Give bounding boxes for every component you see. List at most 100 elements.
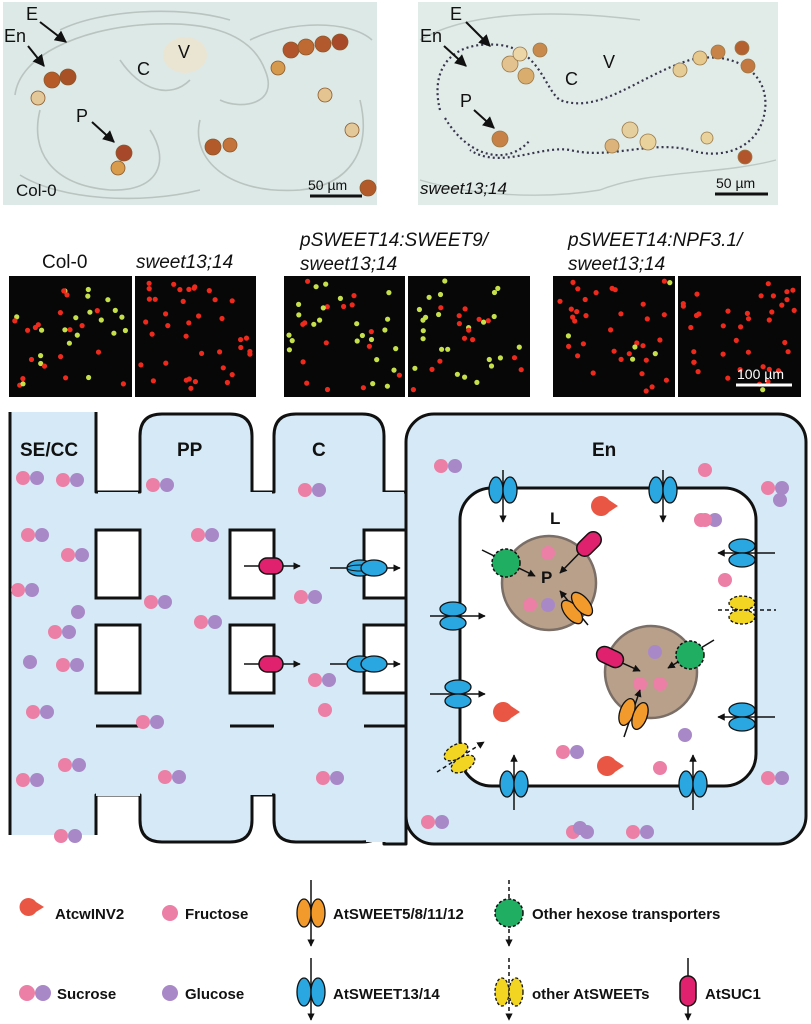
sucrose-molecule <box>160 478 174 492</box>
red-seed <box>360 385 366 391</box>
other-sweet-icon <box>494 977 510 1007</box>
label-en: En <box>4 26 26 46</box>
green-seed <box>317 317 323 323</box>
red-seed <box>183 333 189 339</box>
panel-title-sweet1314: sweet13;14 <box>136 252 233 273</box>
red-seed <box>323 340 329 346</box>
label-v: V <box>178 42 190 62</box>
green-seed <box>286 347 292 353</box>
panel-title-sweet9-line2: sweet13;14 <box>300 254 397 275</box>
green-seed <box>85 286 91 293</box>
sucrose-molecule <box>761 481 775 495</box>
green-seed <box>630 356 636 362</box>
sucrose-molecule <box>146 478 160 492</box>
sweet1314-transporter <box>648 470 678 523</box>
green-seed <box>311 321 317 327</box>
glucose-molecule <box>678 728 692 742</box>
sucrose-molecule <box>708 513 722 527</box>
red-seed <box>191 285 197 291</box>
fructose-icon <box>162 905 178 921</box>
red-seed <box>688 324 694 331</box>
red-seed <box>368 329 374 335</box>
red-seed <box>691 349 697 355</box>
sucrose-molecule <box>48 625 62 639</box>
legend-item-fructose: Fructose <box>162 905 248 923</box>
sucrose-molecule <box>158 595 172 609</box>
label-v: V <box>603 52 615 72</box>
sucrose-molecule <box>322 673 336 687</box>
red-seed <box>769 309 775 315</box>
fluo-panel-sweet9-a <box>284 276 405 397</box>
green-seed <box>354 321 360 327</box>
sucrose-molecule <box>158 770 172 784</box>
green-seed <box>474 379 480 385</box>
red-seed <box>58 354 64 360</box>
green-seed <box>20 381 26 387</box>
red-seed <box>661 278 668 284</box>
red-seed <box>590 370 596 376</box>
red-seed <box>582 296 588 303</box>
red-seed <box>661 312 667 318</box>
green-seed <box>393 346 399 352</box>
label-p: P <box>460 91 472 111</box>
red-seed <box>758 293 764 299</box>
suc1-icon <box>679 975 697 1007</box>
red-seed <box>183 377 189 383</box>
red-seed <box>518 367 524 373</box>
red-seed <box>143 319 149 325</box>
sucrose-molecule <box>21 528 35 542</box>
svg-text:AtSUC1: AtSUC1 <box>705 986 761 1003</box>
red-seed <box>12 318 18 324</box>
green-seed <box>119 314 125 320</box>
green-seed <box>412 365 418 371</box>
red-seed <box>779 302 785 308</box>
red-seed <box>94 308 100 314</box>
green-seed <box>87 309 93 315</box>
sucrose-molecule <box>208 615 222 629</box>
green-seed <box>385 316 391 322</box>
red-seed <box>782 339 788 346</box>
invertase-icon <box>493 701 520 722</box>
red-seed <box>626 351 632 357</box>
svg-text:Fructose: Fructose <box>185 906 248 923</box>
red-seed <box>485 318 491 324</box>
red-seed <box>152 296 158 302</box>
sucrose-molecule <box>61 548 75 562</box>
green-seed <box>760 387 766 393</box>
arrow-p <box>91 121 115 143</box>
glucose-molecule <box>541 598 555 612</box>
red-seed <box>219 315 225 322</box>
green-seed <box>296 301 302 307</box>
glucose-molecule <box>773 493 787 507</box>
panel-title-sweet9-line1: pSWEET14:SWEET9/ <box>299 230 490 251</box>
fluo-panel-sweet9-b <box>408 276 530 397</box>
cell-se-cc <box>10 412 96 835</box>
green-seed <box>416 306 422 313</box>
sucrose-molecule <box>570 745 584 759</box>
sucrose-molecule <box>330 771 344 785</box>
red-seed <box>456 313 462 319</box>
green-seed <box>481 319 487 325</box>
panel-title-npf-line1: pSWEET14:NPF3.1/ <box>567 230 744 251</box>
invertases <box>493 496 624 777</box>
red-seed <box>188 385 194 391</box>
sucrose-molecule <box>775 771 789 785</box>
red-seed <box>79 323 85 329</box>
red-seed <box>63 375 69 381</box>
green-seed <box>62 327 68 333</box>
red-seed <box>243 335 250 341</box>
green-seed <box>112 307 118 313</box>
red-seed <box>744 310 751 316</box>
fructose-molecule <box>698 463 712 477</box>
red-seed <box>580 341 587 347</box>
green-seed <box>565 333 572 339</box>
red-seed <box>634 340 640 346</box>
red-seed <box>146 280 152 286</box>
sucrose-molecule <box>16 773 30 787</box>
red-seed <box>733 337 739 343</box>
red-seed <box>649 384 655 390</box>
red-seed <box>695 369 701 375</box>
red-seed <box>192 379 198 385</box>
green-seed <box>85 293 91 299</box>
